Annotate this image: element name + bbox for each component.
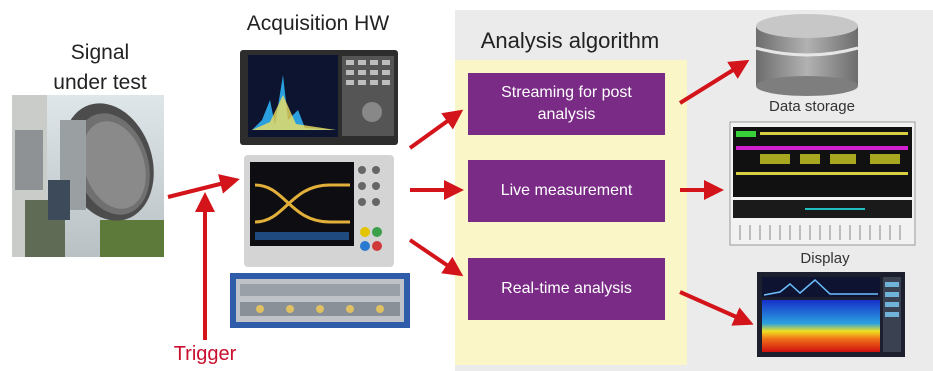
arrow-to-spectrogram bbox=[679, 290, 754, 326]
arrow-to-storage bbox=[678, 59, 750, 105]
logic-display-icon bbox=[729, 121, 916, 246]
live-measurement-box: Live measurement bbox=[468, 160, 665, 222]
live-measurement-box-label: Live measurement bbox=[500, 182, 633, 199]
database-icon bbox=[755, 14, 859, 96]
streaming-box: Streaming for post analysis bbox=[468, 73, 665, 135]
spectrogram-display-icon bbox=[757, 272, 905, 357]
real-time-analysis-box: Real-time analysis bbox=[468, 258, 665, 320]
analysis-algorithm-label: Analysis algorithm bbox=[480, 28, 660, 53]
antenna-photo bbox=[12, 95, 164, 257]
spectrum-analyzer-icon bbox=[240, 50, 398, 145]
arrows bbox=[167, 59, 754, 340]
real-time-analysis-box-label: Real-time analysis bbox=[501, 280, 632, 297]
trigger-label: Trigger bbox=[173, 343, 237, 365]
streaming-box-label: Streaming for post analysis bbox=[501, 84, 632, 123]
oscilloscope-icon bbox=[244, 155, 394, 267]
display-label: Display bbox=[800, 250, 850, 267]
signal-under-test-label: Signal under test bbox=[53, 41, 147, 94]
data-storage-label: Data storage bbox=[769, 98, 855, 115]
arrow-to-streaming bbox=[408, 109, 464, 150]
arrow-to-realtime bbox=[408, 238, 464, 277]
digitizer-module-icon bbox=[230, 273, 410, 328]
arrow-antenna-to-scope bbox=[167, 174, 240, 199]
acquisition-hw-label: Acquisition HW bbox=[246, 12, 390, 35]
